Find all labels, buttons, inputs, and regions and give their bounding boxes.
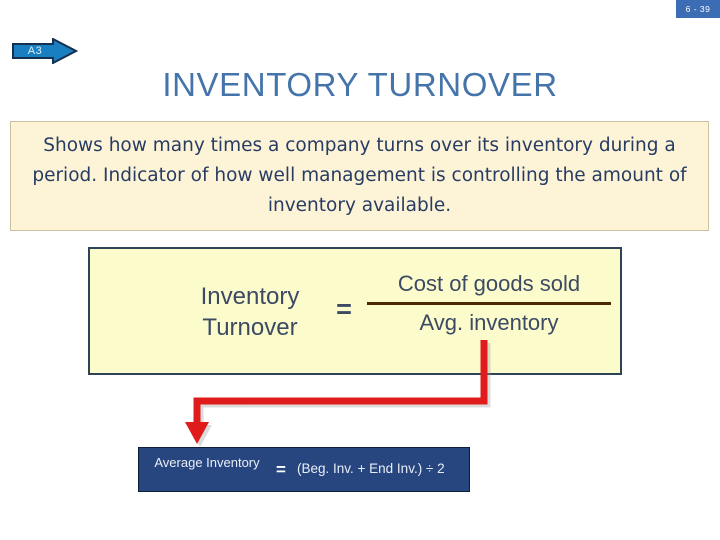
a3-tag-label: A3: [27, 45, 43, 57]
average-inventory-label: Average Inventory: [154, 455, 260, 470]
fraction: Cost of goods sold Avg. inventory: [366, 269, 612, 338]
ratio-label: Inventory Turnover: [200, 283, 300, 341]
slide-number-badge: 6 - 39: [676, 0, 720, 18]
page-title: INVENTORY TURNOVER: [162, 66, 558, 103]
formula-row: Inventory Turnover = Cost of goods sold …: [90, 249, 620, 373]
fraction-denominator: Avg. inventory: [419, 310, 559, 335]
average-inventory-expression: (Beg. Inv. + End Inv.) ÷ 2: [297, 461, 445, 476]
a3-arrow-icon: [12, 38, 78, 64]
description-panel: Shows how many times a company turns ove…: [10, 121, 709, 231]
fraction-bar: [367, 302, 611, 305]
equals-sign: =: [336, 294, 352, 324]
description-text: Shows how many times a company turns ove…: [32, 135, 687, 216]
fraction-numerator: Cost of goods sold: [397, 271, 581, 296]
average-inventory-equals-sign: =: [276, 460, 286, 479]
average-inventory-panel: Average Inventory = (Beg. Inv. + End Inv…: [138, 447, 470, 492]
formula-panel: Inventory Turnover = Cost of goods sold …: [88, 247, 622, 375]
